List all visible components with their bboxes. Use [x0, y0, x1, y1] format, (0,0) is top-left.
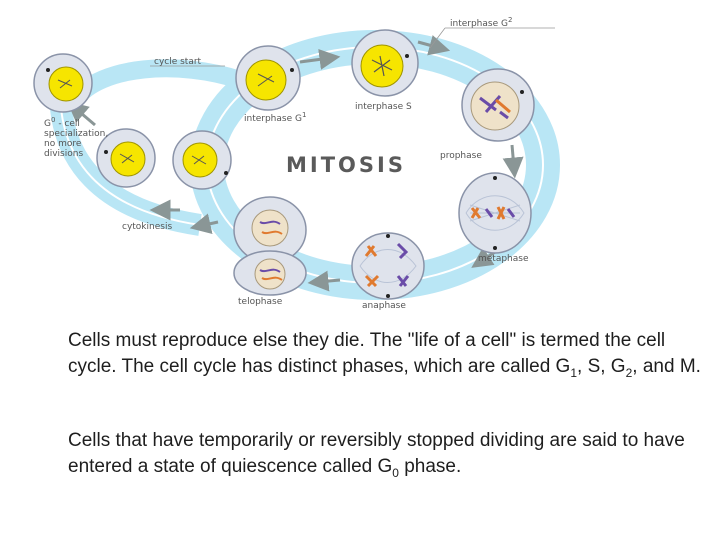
cell-anaphase	[351, 232, 425, 300]
svg-text:specialization,: specialization,	[44, 129, 108, 139]
label-interphase-s: interphase S	[355, 102, 412, 112]
cell-interphase-g2	[461, 68, 535, 142]
svg-text:G0 - cell: G0 - cell	[44, 116, 80, 129]
label-interphase-g1: interphase G1	[244, 111, 306, 124]
cell-cycle-diagram: cycle start interphase G2 interphase S i…	[33, 16, 560, 311]
paragraph-cell-cycle: Cells must reproduce else they die. The …	[68, 330, 701, 380]
mitosis-title: MITOSIS	[286, 153, 406, 177]
label-anaphase: anaphase	[362, 301, 406, 311]
cycle-arrows	[66, 35, 524, 292]
cell-g1-right	[172, 130, 232, 190]
label-cytokinesis: cytokinesis	[122, 222, 172, 232]
label-telophase: telophase	[238, 297, 283, 307]
label-metaphase: metaphase	[478, 254, 529, 264]
label-prophase: prophase	[440, 151, 482, 161]
cell-telophase	[233, 196, 307, 296]
label-interphase-g2: interphase G2	[450, 16, 512, 29]
leader-lines	[150, 27, 555, 67]
cell-cycle-start	[235, 45, 301, 111]
cell-g1-left	[96, 128, 156, 188]
cell-g0	[33, 53, 93, 113]
label-g0: G0 - cell specialization, no more divisi…	[44, 116, 108, 159]
cell-interphase-s	[351, 29, 419, 97]
label-cycle-start: cycle start	[154, 57, 202, 67]
svg-text:no more: no more	[44, 139, 82, 149]
svg-text:divisions: divisions	[44, 149, 83, 159]
cell-prophase-metaphase	[458, 172, 532, 254]
paragraph-quiescence: Cells that have temporarily or reversibl…	[68, 430, 685, 480]
